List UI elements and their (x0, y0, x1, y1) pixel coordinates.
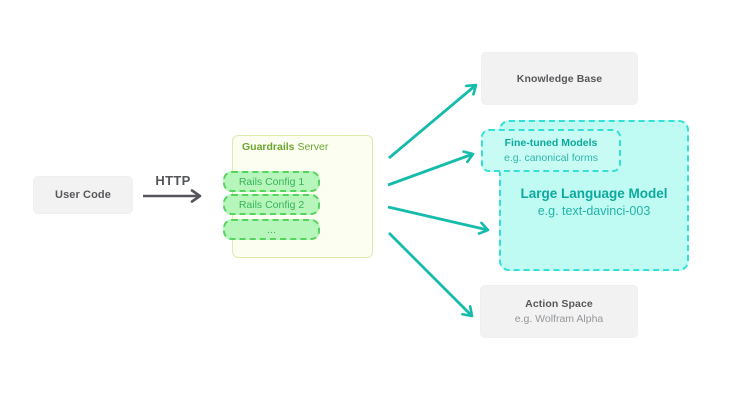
rails-config-1-node: Rails Config 1 (223, 171, 320, 192)
arrow-to-knowledge-base (388, 83, 478, 160)
fine-tuned-models-title: Fine-tuned Models (504, 137, 598, 149)
guardrails-server-title-regular: Server (297, 141, 329, 153)
rails-config-more-node: ... (223, 219, 320, 240)
arrow-to-fine-tuned-models (387, 150, 475, 187)
rails-config-2-node: Rails Config 2 (223, 194, 320, 215)
arrow-to-action-space (388, 232, 474, 318)
guardrails-server-title-bold: Guardrails (242, 141, 295, 153)
fine-tuned-models-node: Fine-tuned Models e.g. canonical forms (481, 129, 621, 172)
action-space-title: Action Space (525, 298, 593, 310)
rails-config-2-label: Rails Config 2 (238, 198, 305, 211)
guardrails-server-title: Guardrails Server (242, 141, 328, 153)
arrow-to-large-language-model (387, 205, 490, 235)
large-language-model-text: Large Language Model e.g. text-davinci-0… (501, 186, 687, 218)
fine-tuned-models-subtitle: e.g. canonical forms (504, 152, 598, 164)
knowledge-base-node: Knowledge Base (481, 52, 638, 105)
knowledge-base-label: Knowledge Base (516, 72, 603, 85)
large-language-model-subtitle: e.g. text-davinci-003 (537, 204, 651, 218)
large-language-model-title: Large Language Model (520, 186, 668, 201)
action-space-subtitle: e.g. Wolfram Alpha (514, 313, 604, 325)
user-code-label: User Code (55, 189, 111, 201)
http-label: HTTP (155, 173, 191, 188)
user-code-node: User Code (33, 176, 133, 214)
action-space-node: Action Space e.g. Wolfram Alpha (480, 285, 638, 338)
rails-config-1-label: Rails Config 1 (238, 175, 305, 188)
rails-config-more-label: ... (267, 223, 276, 236)
